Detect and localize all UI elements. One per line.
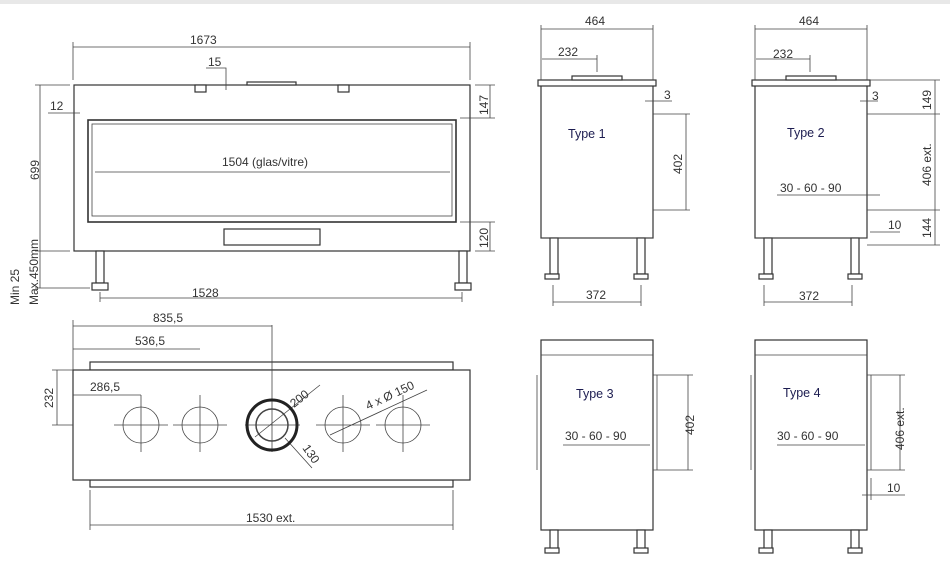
type2-angles: 30 - 60 - 90 bbox=[780, 181, 842, 195]
type2-offset: 10 bbox=[888, 218, 902, 232]
type1-half: 232 bbox=[558, 45, 578, 59]
front-height: 699 bbox=[28, 160, 42, 180]
type2-half: 232 bbox=[773, 47, 793, 61]
leg-min: Min 25 bbox=[8, 269, 22, 305]
type1-view: Type 1 464 232 3 402 372 bbox=[537, 14, 690, 306]
type2-label: Type 2 bbox=[787, 126, 825, 140]
front-legs: 1528 bbox=[192, 286, 219, 300]
type3-view: Type 3 30 - 60 - 90 402 bbox=[536, 339, 697, 554]
type1-label: Type 1 bbox=[568, 127, 606, 141]
type2-top: 149 bbox=[920, 90, 934, 110]
type1-gap: 3 bbox=[664, 88, 671, 102]
type1-height: 402 bbox=[671, 154, 685, 174]
front-top: 147 bbox=[477, 95, 491, 115]
type2-gap: 3 bbox=[872, 89, 879, 103]
type3-angles: 30 - 60 - 90 bbox=[565, 429, 627, 443]
top-d1: 835,5 bbox=[153, 311, 183, 325]
type4-angles: 30 - 60 - 90 bbox=[777, 429, 839, 443]
top-d2: 536,5 bbox=[135, 334, 165, 348]
front-pipe-offset: 15 bbox=[208, 55, 222, 69]
front-bottom: 120 bbox=[477, 228, 491, 248]
type2-view: Type 2 464 232 3 149 406 ext. 144 30 - 6… bbox=[751, 14, 940, 306]
type2-legs: 372 bbox=[799, 289, 819, 303]
type2-height: 406 ext. bbox=[920, 143, 934, 186]
front-side: 12 bbox=[50, 99, 64, 113]
type3-height: 402 bbox=[683, 415, 697, 435]
type2-bottom: 144 bbox=[920, 218, 934, 238]
front-view: 1673 15 12 1504 (glas/vitre) 1528 699 14… bbox=[8, 33, 495, 305]
top-depth: 232 bbox=[42, 388, 56, 408]
type4-label: Type 4 bbox=[783, 386, 821, 400]
top-d3: 286,5 bbox=[90, 380, 120, 394]
front-width: 1673 bbox=[190, 33, 217, 47]
type4-view: Type 4 30 - 60 - 90 406 ext. 10 bbox=[750, 339, 907, 554]
type4-offset: 10 bbox=[887, 481, 901, 495]
front-glass: 1504 (glas/vitre) bbox=[222, 155, 308, 169]
top-view: 835,5 536,5 286,5 232 1530 ext. 200 130 … bbox=[42, 311, 471, 530]
type4-height: 406 ext. bbox=[893, 407, 907, 450]
top-ext: 1530 ext. bbox=[246, 511, 295, 525]
top-bar bbox=[0, 0, 950, 4]
type2-width: 464 bbox=[799, 14, 819, 28]
type3-label: Type 3 bbox=[576, 387, 614, 401]
leg-max: Max.450mm bbox=[27, 239, 41, 305]
type1-legs: 372 bbox=[586, 288, 606, 302]
type1-width: 464 bbox=[585, 14, 605, 28]
